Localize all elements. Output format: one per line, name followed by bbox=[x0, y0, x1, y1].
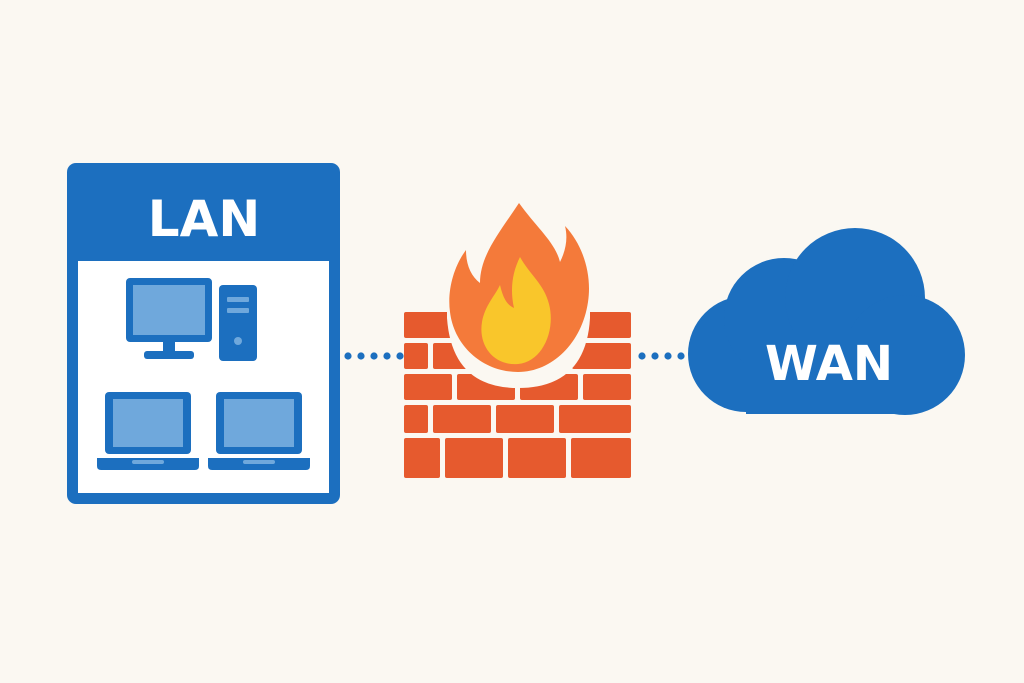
lan-box: LAN bbox=[67, 163, 340, 504]
connector-firewall-wan bbox=[638, 352, 685, 360]
lan-label: LAN bbox=[148, 190, 260, 248]
wan-cloud: WAN bbox=[688, 228, 965, 415]
wan-label: WAN bbox=[765, 336, 893, 392]
laptop-icon bbox=[208, 392, 310, 470]
laptop-icon bbox=[97, 392, 199, 470]
firewall-icon bbox=[404, 203, 631, 478]
desktop-computer-icon bbox=[126, 278, 257, 361]
cloud-icon bbox=[688, 228, 965, 415]
flame-icon bbox=[449, 203, 590, 372]
connector-lan-firewall bbox=[344, 352, 404, 360]
